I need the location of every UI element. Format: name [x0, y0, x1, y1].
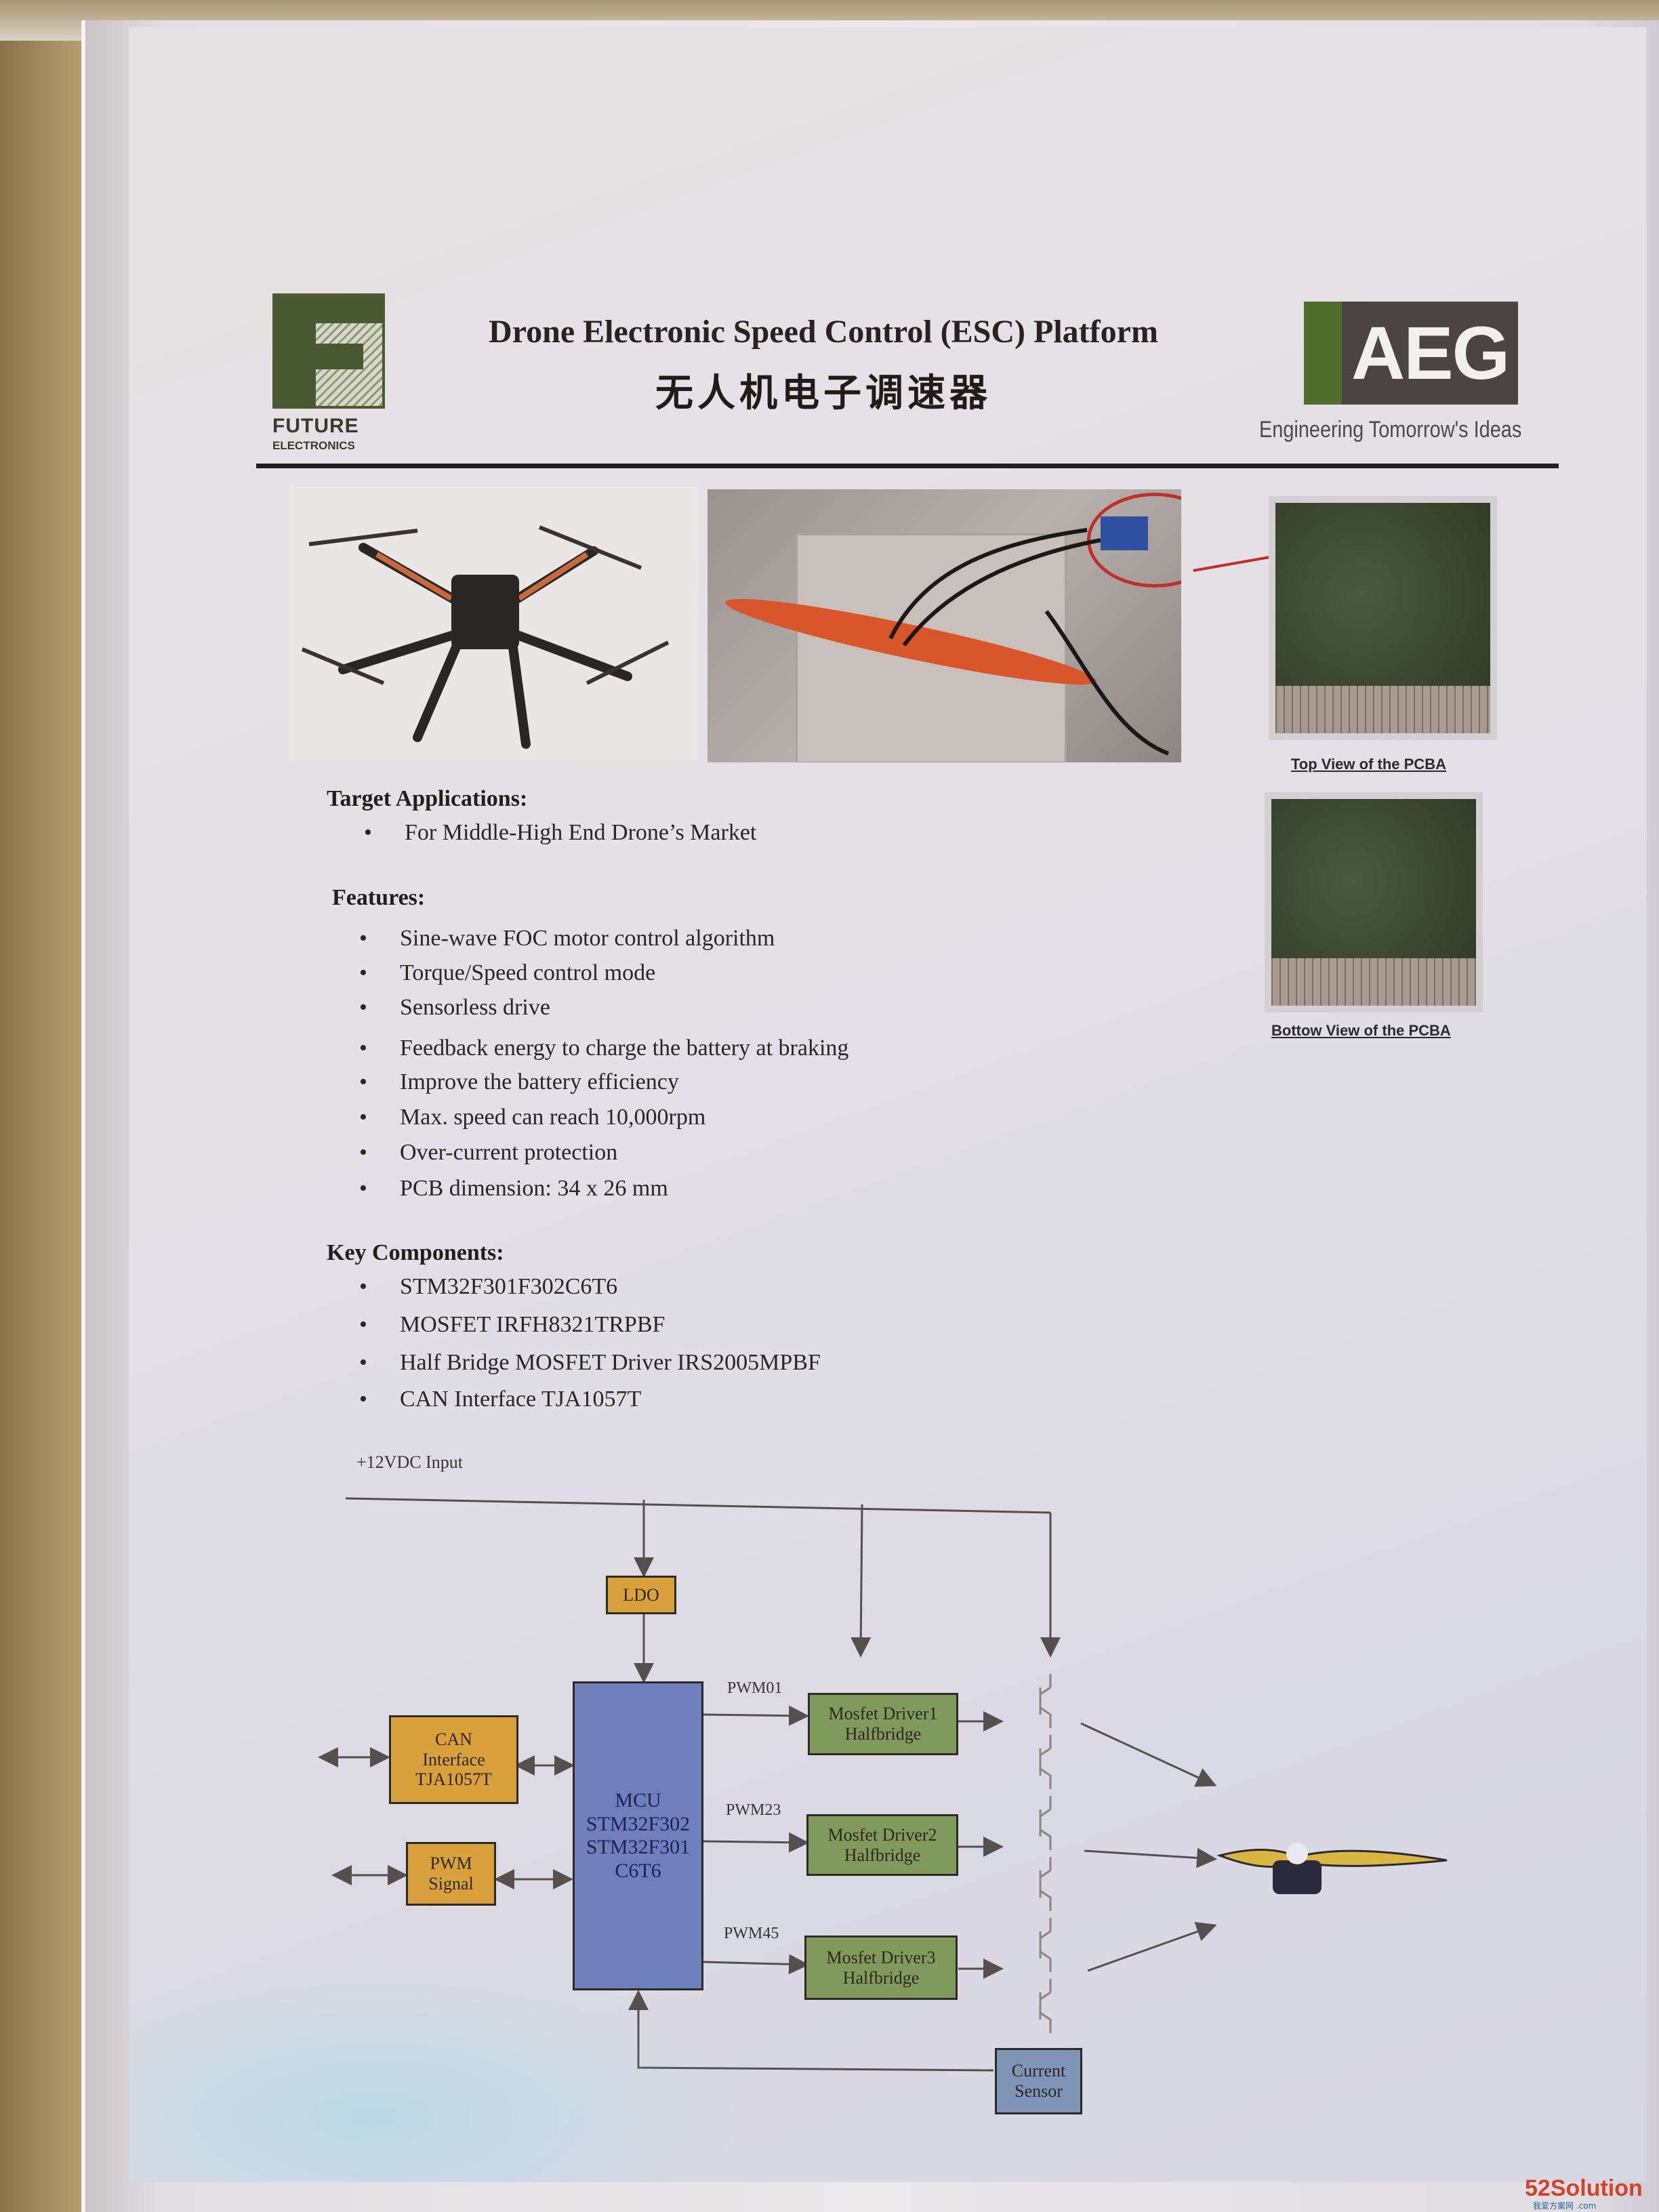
aeg-logo: AEG — [1304, 302, 1518, 405]
features-heading: Features: — [332, 885, 426, 910]
pwm-label: PWM01 — [727, 1679, 783, 1697]
list-item: Sine-wave FOC motor control algorithm — [359, 926, 775, 951]
future-logo-text: FUTURE — [272, 415, 359, 437]
driver-label: Mosfet Driver3 — [826, 1947, 936, 1967]
drone-photo — [289, 487, 698, 761]
page-title: Drone Electronic Speed Control (ESC) Pla… — [489, 314, 1158, 350]
page-title-chinese: 无人机电子调速器 — [655, 371, 991, 415]
list-item: For Middle-High End Drone’s Market — [364, 820, 756, 846]
watermark-subtext: 我爱方案网 .com — [1533, 2201, 1597, 2211]
can-label: CAN — [435, 1729, 472, 1749]
light-glare — [129, 1965, 739, 2182]
list-item: Feedback energy to charge the battery at… — [359, 1036, 848, 1061]
header-divider — [256, 464, 1559, 468]
pwm-signal-label: PWM — [430, 1853, 472, 1874]
pwm-label: PWM23 — [726, 1801, 781, 1819]
future-logo-subtext: ELECTRONICS — [272, 439, 355, 452]
driver-label: Halfbridge — [842, 1967, 920, 1988]
key-components-heading: Key Components: — [327, 1240, 504, 1265]
sensor-label: Sensor — [1015, 2081, 1063, 2101]
esc-propeller-photo — [708, 489, 1181, 762]
pcb-bottom-photo — [1265, 792, 1483, 1012]
list-item: PCB dimension: 34 x 26 mm — [359, 1176, 668, 1202]
mcu-label: C6T6 — [615, 1859, 661, 1882]
list-item: Sensorless drive — [359, 995, 550, 1021]
ldo-label: LDO — [623, 1584, 659, 1605]
mcu-label: STM32F301 — [586, 1836, 691, 1858]
list-item: STM32F301F302C6T6 — [359, 1274, 617, 1300]
list-item: MOSFET IRFH8321TRPBF — [359, 1312, 665, 1338]
can-label: TJA1057T — [415, 1769, 492, 1790]
driver-label: Mosfet Driver1 — [828, 1704, 938, 1724]
ldo-block: LDO — [606, 1576, 676, 1614]
driver-label: Halfbridge — [844, 1724, 922, 1744]
aeg-logo-text: AEG — [1342, 302, 1518, 405]
mcu-label: STM32F302 — [586, 1812, 691, 1835]
motor-propeller-icon — [1216, 1843, 1448, 1894]
future-electronics-logo — [272, 293, 385, 409]
input-label: +12VDC Input — [356, 1452, 463, 1472]
pcb-top-caption: Top View of the PCBA — [1291, 756, 1446, 773]
can-label: Interface — [422, 1749, 485, 1769]
watermark: 52Solution — [1525, 2175, 1643, 2201]
ruler — [1271, 958, 1476, 1006]
mcu-label: MCU — [615, 1789, 661, 1811]
list-item: Half Bridge MOSFET Driver IRS2005MPBF — [359, 1350, 821, 1376]
pcb-top-photo — [1269, 496, 1497, 740]
list-item: Torque/Speed control mode — [359, 960, 655, 986]
list-item: CAN Interface TJA1057T — [359, 1387, 641, 1412]
sensor-label: Current — [1011, 2061, 1066, 2081]
list-item: Improve the battery efficiency — [359, 1069, 679, 1095]
driver-label: Mosfet Driver2 — [827, 1824, 937, 1845]
driver-label: Halfbridge — [844, 1845, 921, 1865]
pwm-signal-label: Signal — [428, 1874, 474, 1893]
pcb-bottom-caption: Bottow View of the PCBA — [1271, 1022, 1451, 1039]
target-applications-heading: Target Applications: — [327, 786, 528, 811]
mosfet-switch-icons — [1039, 1674, 1052, 2033]
aeg-tagline: Engineering Tomorrow's Ideas — [1259, 417, 1522, 443]
ruler — [1275, 686, 1490, 733]
list-item: Max. speed can reach 10,000rpm — [359, 1105, 705, 1130]
list-item: Over-current protection — [359, 1140, 617, 1166]
pwm-label: PWM45 — [724, 1925, 779, 1942]
